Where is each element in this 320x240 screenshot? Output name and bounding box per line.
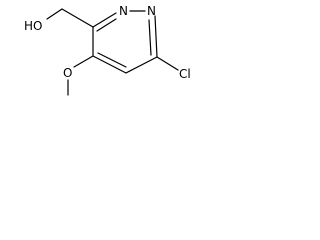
bond-ch2-c3 [61, 8, 94, 28]
nitrogen-2-label: N [119, 4, 128, 18]
bond-ho-ch2 [46, 8, 63, 20]
bond-n1-c6 [154, 15, 158, 58]
chemical-structure-diagram: HO N N O Cl [24, 4, 191, 96]
hydroxyl-label: HO [24, 19, 42, 33]
bond-n1-c6-double [148, 19, 152, 56]
methoxy-oxygen-label: O [63, 66, 72, 80]
bond-c3-n2 [92, 12, 117, 28]
bond-c5-c4-double [97, 52, 127, 68]
atom-labels: HO N N O Cl [24, 4, 191, 81]
chlorine-label: Cl [179, 67, 191, 81]
bond-c6-cl [156, 56, 179, 71]
bond-c4-o [73, 55, 94, 68]
nitrogen-1-label: N [147, 4, 156, 18]
bond-c6-c5 [125, 56, 158, 74]
bond-c5-c4 [92, 55, 127, 74]
bonds [46, 8, 179, 96]
bond-c3-n2-double [96, 18, 117, 32]
